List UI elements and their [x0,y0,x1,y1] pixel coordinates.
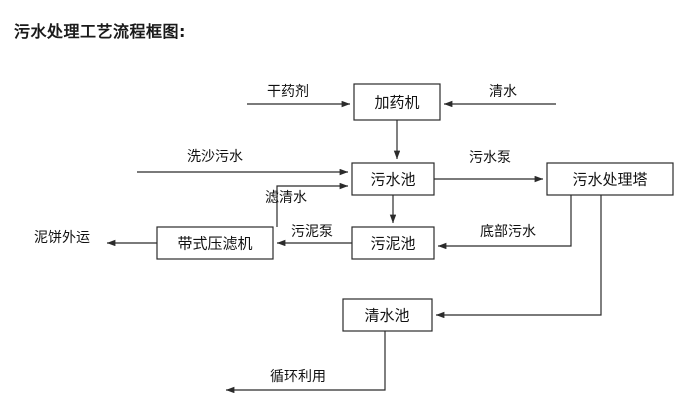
edge-label-mud-cake-transport: 泥饼外运 [34,230,90,246]
node-sewage-treatment-tower-box [546,162,674,196]
node-dosing-machine-label: 加药机 [374,94,419,112]
node-belt-filter-press[interactable]: 带式压滤机 [156,226,274,260]
edge-label-sewage-pump: 污水泵 [469,150,511,166]
node-sewage-pool-label: 污水池 [370,171,415,189]
node-dosing-machine[interactable]: 加药机 [353,83,441,121]
node-sludge-pool-box [351,226,435,260]
edge-label-sludge-pump: 污泥泵 [291,224,333,240]
edge-label-bottom-sewage: 底部污水 [480,224,536,240]
node-dosing-machine-box [353,83,441,121]
edge-label-filtrate: 滤清水 [265,190,307,206]
node-belt-filter-press-label: 带式压滤机 [177,235,252,253]
edge-label-clean-water-in: 清水 [489,84,517,100]
node-sludge-pool-label: 污泥池 [370,235,415,253]
node-sewage-treatment-tower[interactable]: 污水处理塔 [546,162,674,196]
node-sewage-pool-box [351,162,435,196]
connector-tower-to-clean-water-pool [435,195,602,319]
node-sludge-pool[interactable]: 污泥池 [351,226,435,260]
connector-clean-water-pool-to-recycle [225,331,386,394]
page-title: 污水处理工艺流程框图: [14,22,186,41]
node-sewage-treatment-tower-label: 污水处理塔 [572,171,647,189]
node-clean-water-pool[interactable]: 清水池 [342,298,433,332]
connector-filtrate-to-sewage-pool [276,182,349,227]
edge-label-dry-reagent: 干药剂 [267,84,309,100]
edge-label-recycle-use: 循环利用 [270,369,326,385]
node-clean-water-pool-box [342,298,433,332]
edge-label-sand-wash-water: 洗沙污水 [187,149,243,165]
connector-bottom-sewage-to-sludge-pool [437,195,572,250]
node-sewage-pool[interactable]: 污水池 [351,162,435,196]
node-belt-filter-press-box [156,226,274,260]
node-clean-water-pool-label: 清水池 [364,307,409,325]
